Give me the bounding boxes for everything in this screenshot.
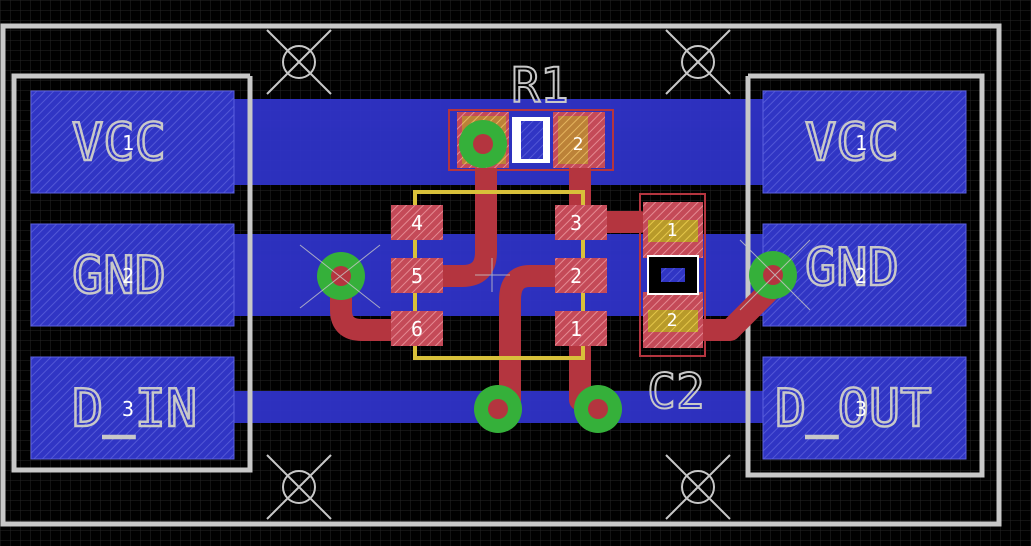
d-out-via[interactable] [574,385,622,433]
gnd-right-via[interactable] [749,251,797,299]
right-net-d-out: D_OUT [775,379,932,439]
ic-pin-6[interactable] [391,311,443,346]
vcc-via[interactable] [459,120,507,168]
right-pad-vcc[interactable] [762,90,967,194]
right-connector-silk [745,73,985,478]
c2-reference-label: C2 [647,364,705,420]
c2-pad-2-label: 2 [667,310,678,331]
left-connector [11,73,253,473]
r1-reference-label: R1 [511,58,569,114]
left-net-vcc: VCC [72,113,166,173]
vcc-ic-trace [404,134,497,287]
ic-pin-3-label: 3 [570,211,582,235]
ic-pin-3[interactable] [555,205,607,240]
left-pad-vcc[interactable] [30,90,235,194]
origin-markers [299,239,811,311]
r1-keepout [448,109,614,171]
ic-pin-5[interactable] [391,258,443,293]
ic-pin-5-label: 5 [411,264,423,288]
left-net-gnd: GND [72,246,166,306]
left-net-d-in: D_IN [72,379,197,439]
right-labels: VCC 1 GND 2 D_OUT 3 [774,112,933,441]
right-pin-1: 1 [855,131,867,155]
ic-pin-4-label: 4 [411,211,423,235]
right-pad-d-out[interactable] [762,356,967,460]
right-net-gnd: GND [805,238,899,298]
mounting-hole-top-left [266,29,332,95]
left-pin-2: 2 [122,264,134,288]
left-pad-gnd[interactable] [30,223,235,327]
ic-pin-6-label: 6 [411,317,423,341]
gnd-left-trace [330,265,426,341]
left-pad-d-in[interactable] [30,356,235,460]
r1-pad-2-paste [558,116,588,164]
ic-pin-4[interactable] [391,205,443,240]
right-connector [745,73,985,478]
d-in-via[interactable] [474,385,522,433]
ic-package: 4 5 6 3 2 1 [391,190,607,360]
c2-pad-2-paste [648,310,698,332]
ic-pin-1[interactable] [555,311,607,346]
ic-pin-2[interactable] [555,258,607,293]
left-labels: VCC 1 GND 2 D_IN 3 [71,112,199,441]
c2-keepout [639,193,706,357]
d-in-trace [499,265,591,411]
r1-body-inner [521,121,543,159]
ic-pin-2-label: 2 [570,264,582,288]
board-outline [0,23,1002,527]
left-connector-silk [11,73,253,473]
r1-pad-2-label: 2 [573,134,584,155]
mounting-hole-bottom-right [665,454,731,520]
right-pin-3: 3 [855,397,867,421]
c2-body-inner [661,268,685,282]
c2-pad-1-label: 1 [667,220,678,241]
mounting-holes [266,29,731,520]
left-pin-1: 1 [122,131,134,155]
mounting-hole-bottom-left [266,454,332,520]
ic-pin-1-label: 1 [570,317,582,341]
c2-pad-1-paste [648,220,698,242]
left-pin-3: 3 [122,397,134,421]
right-net-vcc: VCC [805,113,899,173]
mounting-hole-top-right [665,29,731,95]
c2-component: 1 2 C2 [639,193,706,421]
right-pin-2: 2 [855,264,867,288]
